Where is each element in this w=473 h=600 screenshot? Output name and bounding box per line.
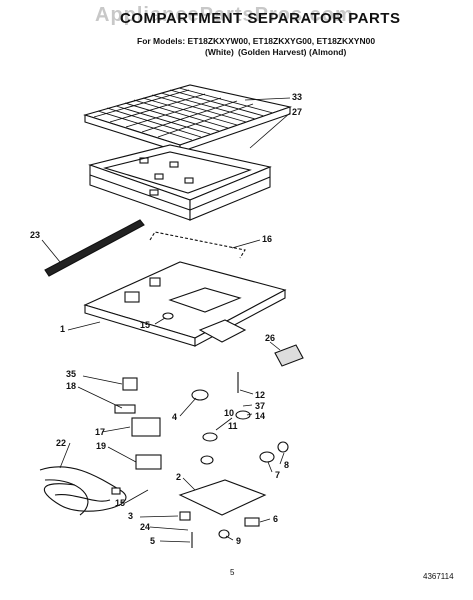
callout-33: 33 <box>292 92 303 102</box>
callout-19: 19 <box>96 441 107 451</box>
partition-plate-part <box>83 261 287 347</box>
callout-10: 10 <box>224 408 235 418</box>
callout-4: 4 <box>172 412 178 422</box>
callout-24: 24 <box>140 522 151 532</box>
page-number: 5 <box>230 568 235 577</box>
grille-part <box>83 84 293 153</box>
callout-15-lower: 15 <box>115 498 126 508</box>
document-number: 4367114 <box>423 572 454 581</box>
variant-almond: (Almond) <box>309 47 347 57</box>
callout-2: 2 <box>176 472 182 482</box>
callout-16: 16 <box>262 234 273 244</box>
separator-frame-part <box>88 144 272 221</box>
lower-components <box>114 372 289 548</box>
callout-37: 37 <box>255 401 266 411</box>
callout-18: 18 <box>66 381 77 391</box>
callout-15-upper: 15 <box>140 320 151 330</box>
callout-11: 11 <box>228 421 238 431</box>
partition-outline <box>149 231 246 259</box>
leader-lines <box>41 97 291 543</box>
callout-26: 26 <box>265 333 276 343</box>
variant-golden-harvest: (Golden Harvest) <box>238 47 307 57</box>
callout-7: 7 <box>275 470 281 480</box>
callout-14: 14 <box>255 411 266 421</box>
callout-12: 12 <box>255 390 266 400</box>
callout-1: 1 <box>60 324 66 334</box>
variant-white: (White) <box>205 47 234 57</box>
insulation-part <box>274 344 304 367</box>
callout-5: 5 <box>150 536 156 546</box>
callout-23: 23 <box>30 230 41 240</box>
callout-6: 6 <box>273 514 279 524</box>
callout-35: 35 <box>66 369 77 379</box>
callout-17: 17 <box>95 427 106 437</box>
watermark: AppliancePartsPros.com <box>95 4 354 26</box>
models-line: For Models: ET18ZKXYW00, ET18ZKXYG00, ET… <box>137 36 376 46</box>
callout-22: 22 <box>56 438 67 448</box>
callout-27: 27 <box>292 107 303 117</box>
callout-8: 8 <box>284 460 290 470</box>
callout-9: 9 <box>236 536 242 546</box>
page-title: COMPARTMENT SEPARATOR PARTS <box>120 10 401 27</box>
strip-part <box>44 219 145 277</box>
callout-3: 3 <box>128 511 134 521</box>
wire-harness-part <box>39 466 127 516</box>
